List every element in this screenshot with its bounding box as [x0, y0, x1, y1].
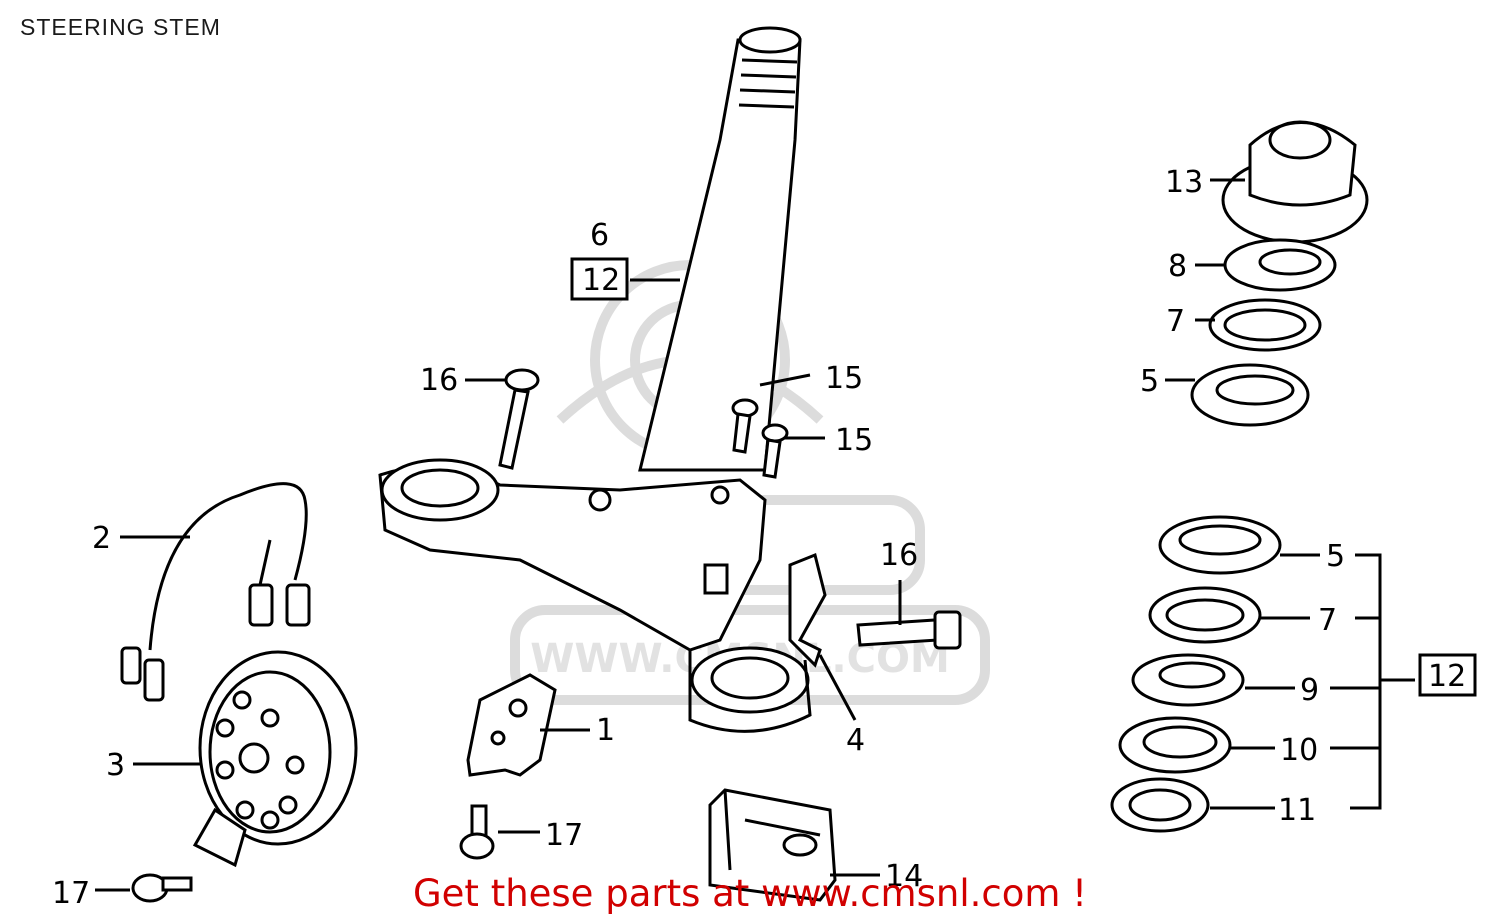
callout-16-lower: 16: [880, 538, 918, 573]
callout-13: 13: [1165, 165, 1203, 200]
callout-2: 2: [92, 521, 111, 556]
callout-7-top: 7: [1166, 304, 1185, 339]
lower-bracket: [378, 458, 812, 733]
bolt-16-upper: [498, 368, 540, 470]
callout-12-box-kit: [1418, 653, 1477, 697]
washer-11: [1110, 777, 1210, 833]
seal-10: [1118, 716, 1232, 774]
callout-10: 10: [1280, 733, 1318, 768]
callout-5-bottom: 5: [1326, 539, 1345, 574]
horn: [192, 650, 358, 868]
page-title: STEERING STEM: [20, 14, 221, 40]
top-nut-13: [1221, 120, 1369, 244]
horn-bracket: [466, 673, 557, 777]
wire-harness: [120, 482, 311, 702]
callout-17-bracket: 17: [545, 818, 583, 853]
callout-12-kit: 12: [1428, 659, 1466, 694]
parts-link-banner[interactable]: Get these parts at www.cmsnl.com !: [412, 872, 1087, 915]
race-8: [1223, 238, 1337, 292]
callout-8: 8: [1168, 249, 1187, 284]
bolt-16-lower: [856, 610, 962, 650]
callout-15-a: 15: [825, 361, 863, 396]
callout-1: 1: [596, 713, 615, 748]
callout-5-top: 5: [1140, 364, 1159, 399]
race-5-top: [1190, 363, 1310, 427]
switch-box: [708, 788, 837, 902]
bolt-17-a: [459, 804, 495, 860]
wire-clamp: [788, 552, 827, 668]
callout-17-horn: 17: [52, 876, 90, 911]
callout-6: 6: [590, 218, 609, 253]
leader-lines: [95, 178, 1415, 892]
callout-14: 14: [885, 859, 923, 894]
race-5-bottom: [1158, 515, 1282, 575]
callout-12-stem: 12: [582, 263, 620, 298]
callout-7-bottom: 7: [1318, 603, 1337, 638]
bolt-17-b: [131, 873, 193, 903]
callout-4: 4: [846, 723, 865, 758]
bearing-7-bottom: [1148, 586, 1262, 644]
bolt-15-a: [731, 398, 759, 454]
race-9: [1131, 653, 1245, 707]
bearing-7-top: [1208, 298, 1322, 352]
callout-11: 11: [1278, 793, 1316, 828]
bolt-15-b: [761, 423, 789, 479]
callout-15-b: 15: [835, 423, 873, 458]
callout-12-box-stem: [570, 257, 629, 301]
callout-9: 9: [1300, 673, 1319, 708]
callout-16-upper: 16: [420, 363, 458, 398]
callout-3: 3: [106, 748, 125, 783]
